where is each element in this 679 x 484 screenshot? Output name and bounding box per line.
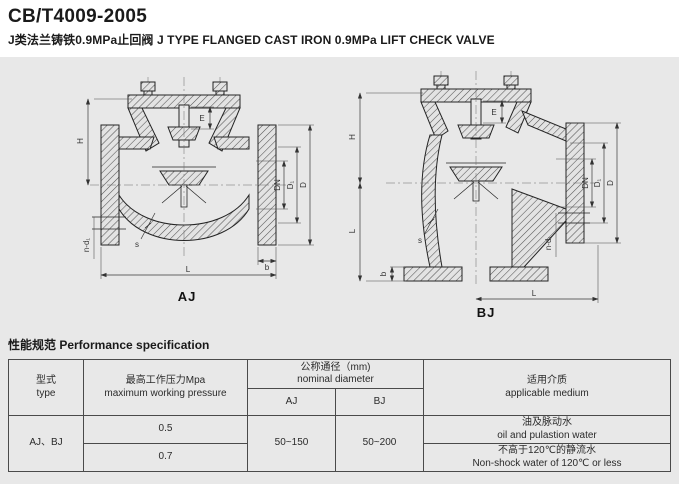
bj-dimension-lines: H L b L DN D₁ D (348, 92, 621, 303)
aj-valve-body-section (90, 77, 292, 259)
th-pressure-zh: 最高工作压力Mpa (125, 375, 206, 386)
aj-dim-D1: D₁ (286, 180, 295, 189)
th-dn-zh: 公称通径（mm) (300, 361, 371, 373)
aj-caption: AJ (178, 289, 197, 304)
aj-dim-H: H (76, 138, 85, 144)
th-dn-aj: AJ (247, 388, 336, 416)
td-pressure-row1: 0.5 (83, 415, 248, 444)
th-nominal-diameter: 公称通径（mm) nominal diameter (247, 359, 424, 389)
td-medium-row2: 不高于120℃的静流水 Non-shock water of 120℃ or l… (423, 443, 671, 472)
table-row: AJ、BJ 0.5 50~150 50~200 油及脉动水 oil and pu… (8, 415, 671, 472)
th-pressure-en: maximum working pressure (104, 387, 227, 399)
td-medium-row2-en: Non-shock water of 120℃ or less (472, 457, 622, 469)
valve-drawing-aj: H n-d₁ L b DN D₁ (76, 77, 314, 304)
aj-dim-L: L (186, 265, 191, 274)
th-type: 型式 type (8, 359, 84, 416)
td-type-value: AJ、BJ (8, 415, 84, 472)
aj-dim-S: s (135, 240, 139, 249)
th-dn-bj: BJ (335, 388, 424, 416)
product-title: J类法兰铸铁0.9MPa止回阀 J TYPE FLANGED CAST IRON… (8, 32, 495, 47)
th-dn-en: nominal diameter (297, 374, 374, 385)
content-area: H n-d₁ L b DN D₁ (0, 57, 679, 484)
th-type-zh: 型式 (36, 375, 56, 386)
aj-dim-E: E (199, 114, 204, 123)
bj-dim-L-side: L (348, 228, 357, 233)
td-dn-aj-value: 50~150 (247, 415, 336, 472)
spec-section-heading: 性能规范 Performance specification (8, 338, 210, 352)
page-header: CB/T4009-2005 J类法兰铸铁0.9MPa止回阀 J TYPE FLA… (0, 0, 679, 50)
bj-valve-body-section (386, 71, 596, 287)
td-medium-row1-zh: 油及脉动水 (522, 417, 572, 428)
th-max-working-pressure: 最高工作压力Mpa maximum working pressure (83, 359, 248, 416)
th-type-en: type (36, 387, 56, 399)
bj-dim-D: D (606, 180, 615, 186)
th-medium-en: applicable medium (505, 387, 589, 399)
td-pressure-row2: 0.7 (83, 443, 248, 472)
valve-drawing-bj: .bj-shape{fill:url(#bjh);stroke:#242424;… (348, 71, 621, 320)
td-medium-row2-zh: 不高于120℃的静流水 (498, 445, 596, 456)
bj-caption: BJ (477, 305, 496, 320)
bj-dim-b: b (379, 271, 388, 276)
td-medium-row1: 油及脉动水 oil and pulastion water (423, 415, 671, 444)
bj-dim-S: s (418, 236, 422, 245)
aj-dim-DN: DN (273, 179, 282, 191)
bj-dim-nd1: n-d₁ (544, 236, 553, 251)
td-medium-row1-en: oil and pulastion water (497, 429, 597, 441)
th-medium-zh: 适用介质 (527, 375, 567, 386)
bj-dim-L-bottom: L (532, 289, 537, 298)
bj-dim-E: E (491, 108, 496, 117)
aj-dim-b: b (265, 263, 270, 272)
performance-spec-table: 型式 type 最高工作压力Mpa maximum working pressu… (8, 359, 671, 472)
th-applicable-medium: 适用介质 applicable medium (423, 359, 671, 416)
aj-dim-nd1: n-d₁ (82, 238, 91, 253)
aj-dim-D: D (299, 182, 308, 188)
bj-dim-DN: DN (581, 177, 590, 189)
td-dn-bj-value: 50~200 (335, 415, 424, 472)
bj-dim-D1: D₁ (593, 178, 602, 187)
standard-number-title: CB/T4009-2005 (8, 6, 148, 27)
table-row: 0.7 不高于120℃的静流水 Non-shock water of 120℃ … (9, 443, 671, 472)
aj-dimension-lines: H n-d₁ L b DN D₁ (76, 98, 314, 279)
bj-dim-H: H (348, 134, 357, 140)
